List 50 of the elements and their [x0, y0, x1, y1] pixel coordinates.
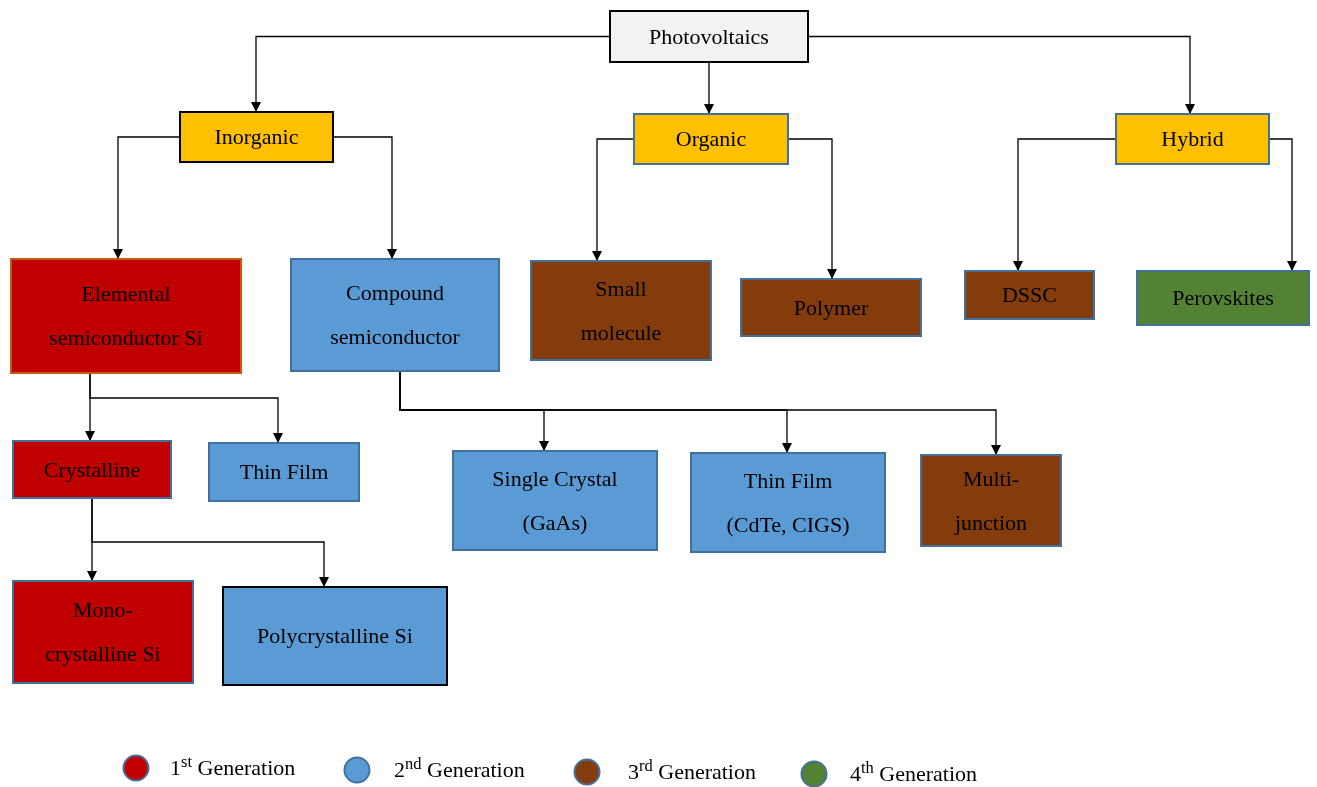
category-box: [920, 454, 1062, 547]
category-box: [12, 580, 194, 684]
category-box: [1115, 113, 1270, 165]
connector-arrow: [399, 371, 1001, 455]
legend-label: 1$^{st}$ Generation: [170, 754, 296, 782]
connector-arrow: [592, 138, 634, 261]
box-label: Hybrid: [1161, 125, 1224, 153]
legend-label: 3$^{rd}$ Generation: [628, 758, 756, 786]
box-label: Thin Film (CdTe, CIGS): [725, 466, 851, 539]
box-label: Elemental semiconductor Si: [48, 280, 204, 352]
category-box: [690, 452, 886, 553]
box-label: Photovoltaics: [649, 22, 769, 51]
connector-arrow: [704, 62, 714, 114]
box-label: Mono-crystalline Si: [44, 596, 162, 668]
connector-arrow: [251, 35, 610, 112]
connector-arrow: [1013, 138, 1116, 271]
connector-arrow: [113, 136, 180, 259]
category-box: [1136, 270, 1310, 326]
category-box: [609, 10, 809, 63]
box-label: Polycrystalline Si: [257, 622, 413, 650]
box-label: Organic: [675, 125, 747, 153]
category-box: [10, 258, 242, 374]
connector-arrow: [91, 498, 329, 587]
legend-label: 2$^{nd}$ Generation: [394, 756, 525, 784]
box-label: Thin Film: [239, 458, 329, 486]
category-box: [964, 270, 1095, 320]
box-label: DSSC: [1001, 281, 1057, 309]
category-box: [633, 113, 789, 165]
box-label: Multi-junction: [953, 464, 1029, 537]
box-label: Small molecule: [579, 274, 663, 347]
box-label: Perovskites: [1172, 284, 1274, 312]
category-box: [530, 260, 712, 361]
category-box: [740, 278, 922, 337]
connector-arrow: [1269, 138, 1297, 271]
category-box: [290, 258, 500, 372]
connector-arrow: [333, 136, 397, 259]
box-label: Compound semiconductor: [329, 279, 461, 351]
category-box: [12, 440, 172, 499]
box-label: Inorganic: [214, 123, 299, 151]
connector-arrow: [788, 138, 837, 279]
box-label: Single Crystal (GaAs): [491, 464, 619, 537]
box-label: Crystalline: [43, 455, 141, 484]
connector-arrow: [808, 35, 1195, 114]
category-box: [222, 586, 448, 686]
category-box: [452, 450, 658, 551]
connector-arrow: [89, 373, 283, 443]
category-box: [208, 442, 360, 502]
box-label: Polymer: [793, 293, 869, 322]
category-box: [179, 111, 334, 163]
legend-label: 4$^{th}$ Generation: [850, 760, 978, 787]
